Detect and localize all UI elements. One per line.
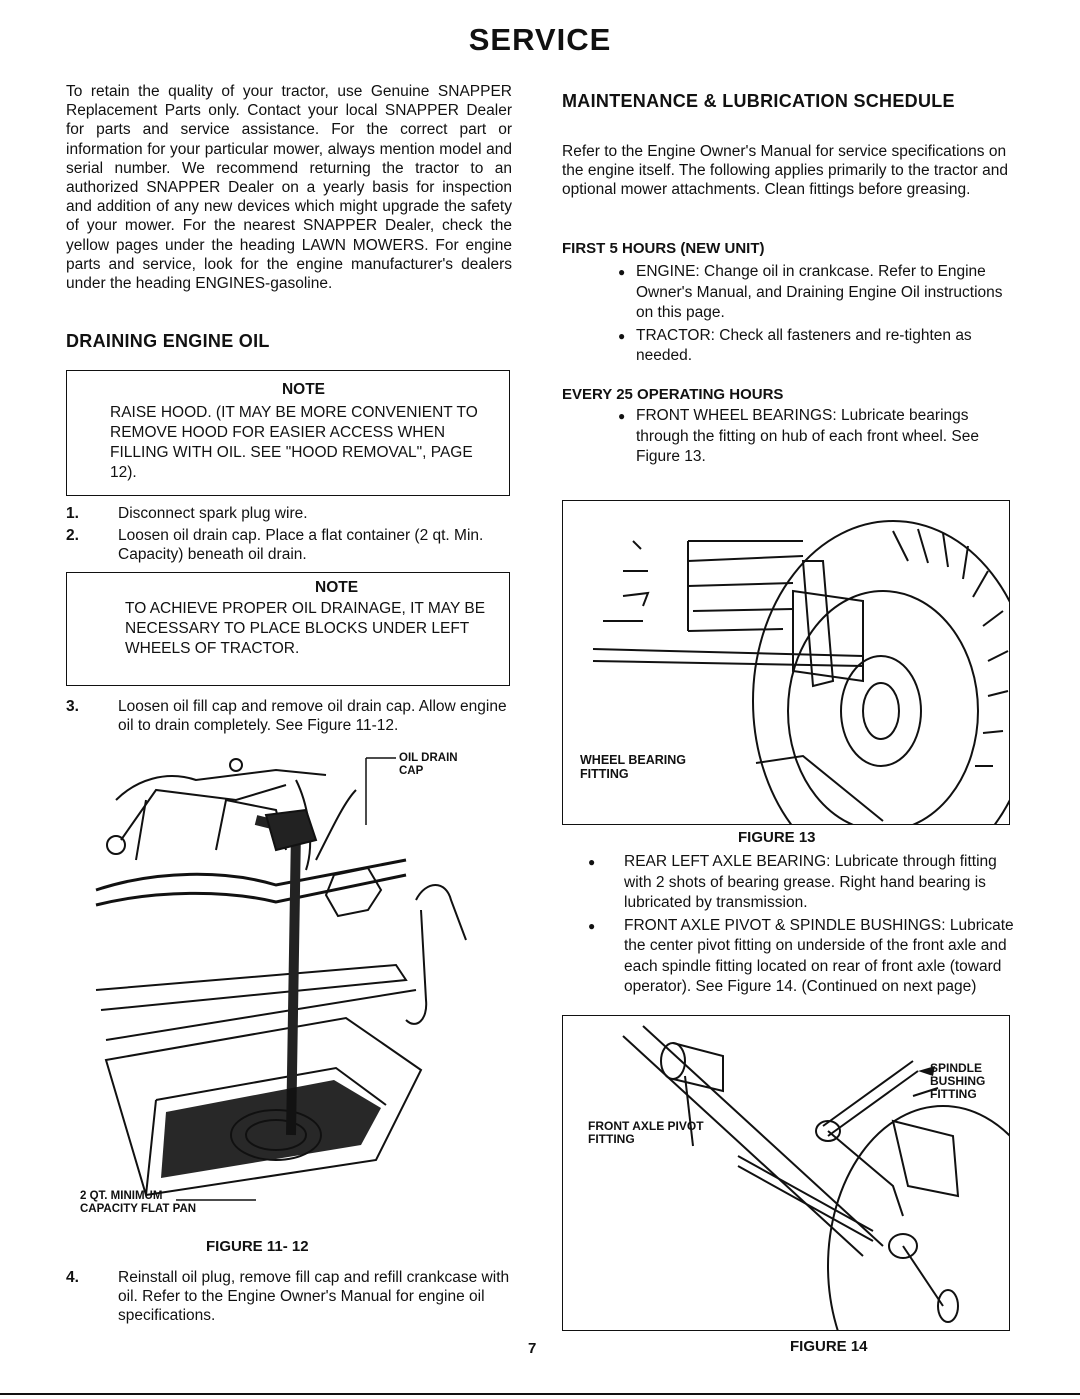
step-item: 4. Reinstall oil plug, remove fill cap a… — [66, 1268, 512, 1326]
oil-drain-drawing — [95, 757, 467, 1201]
every-25-hours-heading: EVERY 25 OPERATING HOURS — [562, 386, 784, 403]
note-label: NOTE — [315, 579, 359, 596]
list-item-text: FRONT WHEEL BEARINGS: Lubricate bearings… — [636, 407, 979, 465]
callout-front-axle-pivot: FRONT AXLE PIVOT FITTING — [588, 1119, 704, 1146]
figure-14-caption: FIGURE 14 — [790, 1338, 868, 1355]
callout-wheel-bearing-fitting: WHEEL BEARING FITTING — [580, 753, 687, 781]
figure-13-box — [562, 500, 1010, 825]
step-number: 4. — [66, 1269, 79, 1286]
figure-14-box — [562, 1015, 1010, 1331]
callout-flat-pan: 2 QT. MINIMUM CAPACITY FLAT PAN — [80, 1190, 197, 1215]
bullet-icon: ● — [618, 265, 626, 279]
step-text: Loosen oil drain cap. Place a flat conta… — [118, 527, 484, 564]
list-item: ● FRONT AXLE PIVOT & SPINDLE BUSHINGS: L… — [588, 916, 1018, 998]
bullet-icon: ● — [618, 328, 626, 343]
note-text: TO ACHIEVE PROPER OIL DRAINAGE, IT MAY B… — [125, 600, 486, 657]
figure-11-12-caption: FIGURE 11- 12 — [206, 1238, 309, 1255]
figure-13-caption: FIGURE 13 — [738, 829, 816, 846]
draining-heading: DRAINING ENGINE OIL — [66, 331, 270, 351]
list-item: ● FRONT WHEEL BEARINGS: Lubricate bearin… — [618, 406, 1016, 468]
bottom-rule — [0, 1393, 1080, 1395]
bullet-icon: ● — [618, 409, 626, 423]
first-5-hours-list: ● ENGINE: Change oil in crankcase. Refer… — [618, 262, 1016, 367]
note-box-drainage: NOTE TO ACHIEVE PROPER OIL DRAINAGE, IT … — [66, 572, 510, 686]
list-item: ● REAR LEFT AXLE BEARING: Lubricate thro… — [588, 852, 1018, 914]
list-item: ● ENGINE: Change oil in crankcase. Refer… — [618, 262, 1016, 324]
step-item: 3. Loosen oil fill cap and remove oil dr… — [66, 697, 512, 735]
step-text: Disconnect spark plug wire. — [118, 505, 308, 522]
list-item-text: REAR LEFT AXLE BEARING: Lubricate throug… — [624, 853, 997, 911]
intro-paragraph: To retain the quality of your tractor, u… — [66, 83, 512, 293]
wheel-bearing-drawing — [592, 520, 1009, 824]
axle-pivot-drawing — [622, 1025, 1009, 1330]
step-item: 1. Disconnect spark plug wire. — [66, 504, 512, 523]
step-text: Reinstall oil plug, remove fill cap and … — [118, 1269, 510, 1325]
steps-list: 1. Disconnect spark plug wire. 2. Loosen… — [66, 504, 512, 565]
step-item: 2. Loosen oil drain cap. Place a flat co… — [66, 526, 512, 564]
page-title: SERVICE — [468, 22, 612, 57]
callout-oil-drain-cap: OIL DRAIN CAP — [399, 752, 458, 777]
note-text: RAISE HOOD. (IT MAY BE MORE CONVENIENT T… — [110, 404, 478, 481]
list-item: ● TRACTOR: Check all fasteners and re-ti… — [618, 326, 1016, 367]
bullet-icon: ● — [588, 855, 596, 869]
list-item-text: TRACTOR: Check all fasteners and re-tigh… — [636, 326, 972, 365]
step-text: Loosen oil fill cap and remove oil drain… — [118, 698, 507, 735]
step-number: 1. — [66, 505, 79, 522]
bullet-icon: ● — [588, 918, 596, 933]
figure-11-12-illustration — [76, 740, 516, 1240]
note-box-hood: NOTE RAISE HOOD. (IT MAY BE MORE CONVENI… — [66, 370, 510, 496]
step-number: 2. — [66, 527, 79, 545]
step-number: 3. — [66, 698, 79, 715]
every-25-hours-list: ● FRONT WHEEL BEARINGS: Lubricate bearin… — [618, 406, 1016, 468]
more-maintenance-list: ● REAR LEFT AXLE BEARING: Lubricate thro… — [588, 852, 1018, 998]
list-item-text: ENGINE: Change oil in crankcase. Refer t… — [636, 263, 1003, 321]
maintenance-intro: Refer to the Engine Owner's Manual for s… — [562, 143, 1009, 199]
first-5-hours-heading: FIRST 5 HOURS (NEW UNIT) — [562, 240, 765, 257]
maintenance-heading: MAINTENANCE & LUBRICATION SCHEDULE — [562, 91, 955, 111]
page-number: 7 — [528, 1340, 537, 1357]
callout-spindle-bushing: SPINDLE BUSHING FITTING — [930, 1061, 986, 1101]
note-label: NOTE — [281, 381, 326, 398]
list-item-text: FRONT AXLE PIVOT & SPINDLE BUSHINGS: Lub… — [624, 916, 1014, 996]
